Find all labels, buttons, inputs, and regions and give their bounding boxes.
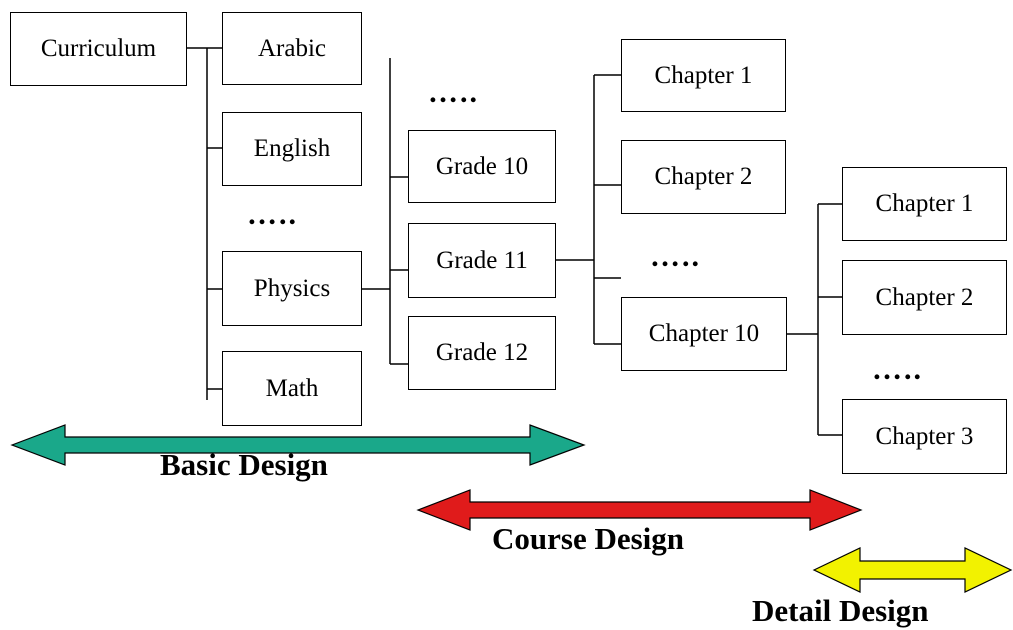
ellipsis-grades: ….. [428, 76, 479, 109]
node-course-chapter-10: Chapter 10 [621, 297, 787, 371]
course-design-label: Course Design [492, 521, 685, 556]
node-subject-arabic: Arabic [222, 12, 362, 85]
course-design-arrow [416, 489, 863, 531]
node-subject-math: Math [222, 351, 362, 426]
basic-design-arrow [10, 424, 586, 466]
basic-design-label: Basic Design [160, 447, 328, 482]
ellipsis-course-chapters: ….. [650, 240, 701, 273]
ellipsis-subjects: ….. [247, 198, 298, 231]
node-detail-chapter-3: Chapter 3 [842, 399, 1007, 474]
node-course-chapter-2: Chapter 2 [621, 140, 786, 214]
detail-design-arrow [812, 547, 1013, 593]
node-subject-physics: Physics [222, 251, 362, 326]
node-detail-chapter-2: Chapter 2 [842, 260, 1007, 335]
node-course-chapter-1: Chapter 1 [621, 39, 786, 112]
node-grade-10: Grade 10 [408, 130, 556, 203]
node-detail-chapter-1: Chapter 1 [842, 167, 1007, 241]
ellipsis-detail-chapters: ….. [872, 353, 923, 386]
detail-design-label: Detail Design [752, 593, 929, 628]
node-subject-english: English [222, 112, 362, 186]
node-grade-12: Grade 12 [408, 316, 556, 390]
node-curriculum: Curriculum [10, 12, 187, 86]
node-grade-11: Grade 11 [408, 223, 556, 298]
